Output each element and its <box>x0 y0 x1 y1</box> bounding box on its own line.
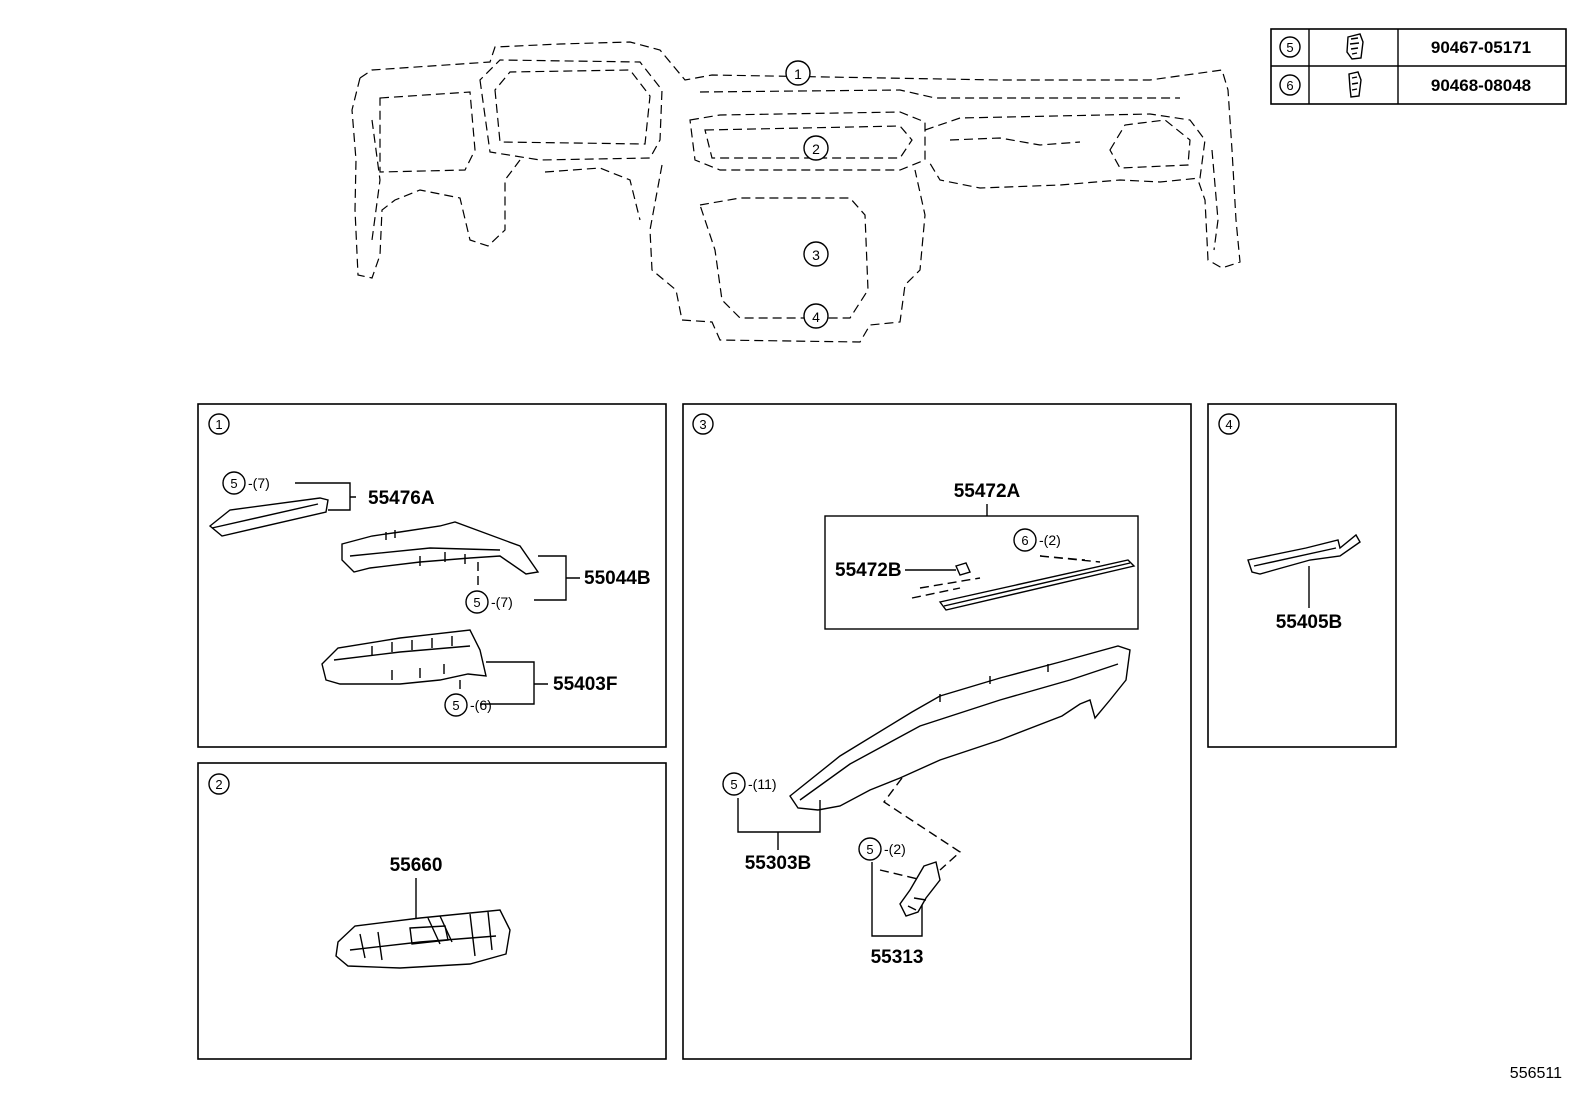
lower-panel-part <box>321 629 487 685</box>
overview-callout-2: 2 <box>803 135 829 161</box>
panel-1: 1 5 -(7) 55476A 5 -(7) 55044B <box>197 403 667 748</box>
svg-text:3: 3 <box>812 247 820 263</box>
clip-callout: 5 <box>866 842 873 857</box>
panel-number: 2 <box>215 777 222 792</box>
panel-number-circle <box>208 413 230 435</box>
lower-cover-part <box>789 645 1131 811</box>
callout-6-circle <box>1279 74 1301 96</box>
part-label-55303b: 55303B <box>745 853 812 874</box>
clip-callout: 5 <box>230 476 237 491</box>
panel-4: 4 55405B <box>1207 403 1397 748</box>
part-label-55472b: 55472B <box>835 560 902 581</box>
svg-text:4: 4 <box>812 309 820 325</box>
garnish-part <box>208 497 329 537</box>
clip-icon <box>1348 71 1362 98</box>
clip-row-5: 5 90467-05171 <box>1279 33 1531 60</box>
panel-number: 1 <box>215 417 222 432</box>
clip-icon <box>1346 33 1364 60</box>
clip-qty: -(2) <box>884 841 906 857</box>
clip-part-number: 90467-05171 <box>1431 38 1531 57</box>
clip-qty: -(7) <box>491 594 513 610</box>
svg-text:2: 2 <box>812 141 820 157</box>
part-label-55405b: 55405B <box>1276 612 1343 633</box>
overview-callout-3: 3 <box>803 241 829 267</box>
part-label-55313: 55313 <box>871 947 924 968</box>
clip-part-number: 90468-08048 <box>1431 76 1531 95</box>
panel-4-frame <box>1207 403 1397 748</box>
clip-qty: -(2) <box>1039 532 1061 548</box>
clip-row-6: 6 90468-08048 <box>1279 71 1531 98</box>
overview-callout-1: 1 <box>785 60 811 86</box>
subassembly-box <box>824 515 1139 630</box>
svg-text:1: 1 <box>794 66 802 82</box>
bracket-part <box>899 861 941 917</box>
part-label-55472a: 55472A <box>954 481 1021 502</box>
air-duct-part <box>335 909 511 969</box>
cover-part <box>341 521 540 575</box>
panel-3: 3 55472A 6 -(2) 55472B 5 <box>682 403 1192 1060</box>
callout-5: 5 <box>1286 40 1293 55</box>
callout-6: 6 <box>1286 78 1293 93</box>
garnish-strip-part <box>938 559 1136 611</box>
panel-number: 3 <box>699 417 706 432</box>
panel-number-circle <box>1218 413 1240 435</box>
panel-2: 2 55660 <box>197 762 667 1060</box>
clip-callout: 5 <box>730 777 737 792</box>
finish-panel-part <box>1247 533 1361 575</box>
panel-number: 4 <box>1225 417 1232 432</box>
clip-callout: 5 <box>473 595 480 610</box>
panel-number-circle <box>692 413 714 435</box>
clip-table: 5 90467-05171 6 90468-08048 <box>1270 28 1567 105</box>
part-label-55044b: 55044B <box>584 568 651 589</box>
callout-5-circle <box>1279 36 1301 58</box>
clip-qty: -(6) <box>470 697 492 713</box>
clip-callout: 5 <box>452 698 459 713</box>
part-label-55403f: 55403F <box>553 674 617 695</box>
clip-callout: 6 <box>1021 533 1028 548</box>
dashboard-overview: 1 2 3 4 <box>351 41 1241 343</box>
panel-number-circle <box>208 773 230 795</box>
clip-qty: -(7) <box>248 475 270 491</box>
panel-1-frame <box>197 403 667 748</box>
panel-3-frame <box>682 403 1192 1060</box>
part-label-55476a: 55476A <box>368 488 435 509</box>
panel-2-frame <box>197 762 667 1060</box>
clip-qty: -(11) <box>748 776 777 792</box>
overview-callout-4: 4 <box>803 303 829 329</box>
diagram-id: 556511 <box>1510 1065 1562 1082</box>
part-label-55660: 55660 <box>390 855 443 876</box>
